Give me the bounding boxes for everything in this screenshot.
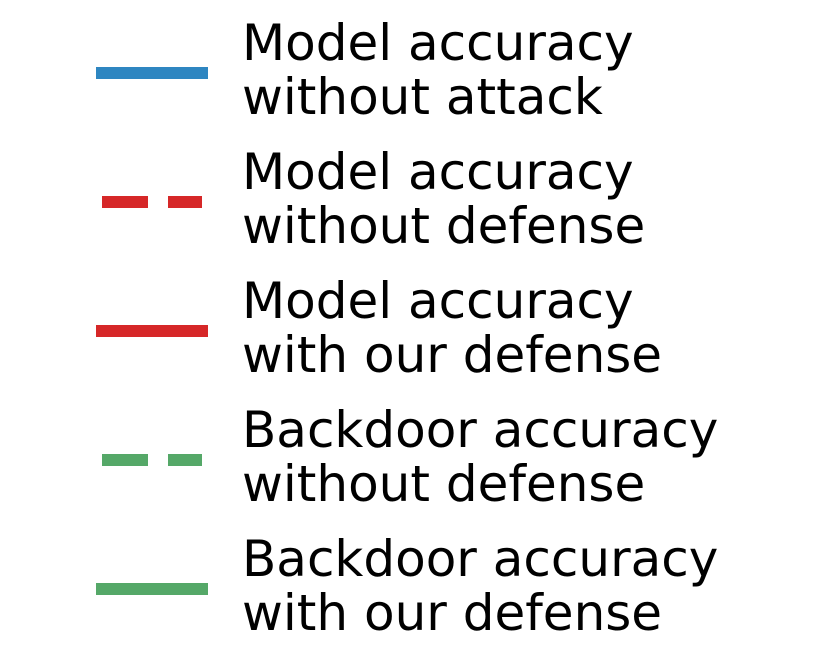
legend-label: Backdoor accuracy — [242, 530, 718, 588]
legend-label: with our defense — [242, 326, 662, 384]
legend-label: Model accuracy — [242, 143, 634, 201]
legend-label: with our defense — [242, 584, 662, 642]
legend-label: without defense — [242, 197, 645, 255]
legend-label: Model accuracy — [242, 272, 634, 330]
legend-label: Model accuracy — [242, 14, 634, 72]
legend-label: without attack — [242, 68, 603, 126]
legend-label: Backdoor accuracy — [242, 401, 718, 459]
legend-label: without defense — [242, 455, 645, 513]
